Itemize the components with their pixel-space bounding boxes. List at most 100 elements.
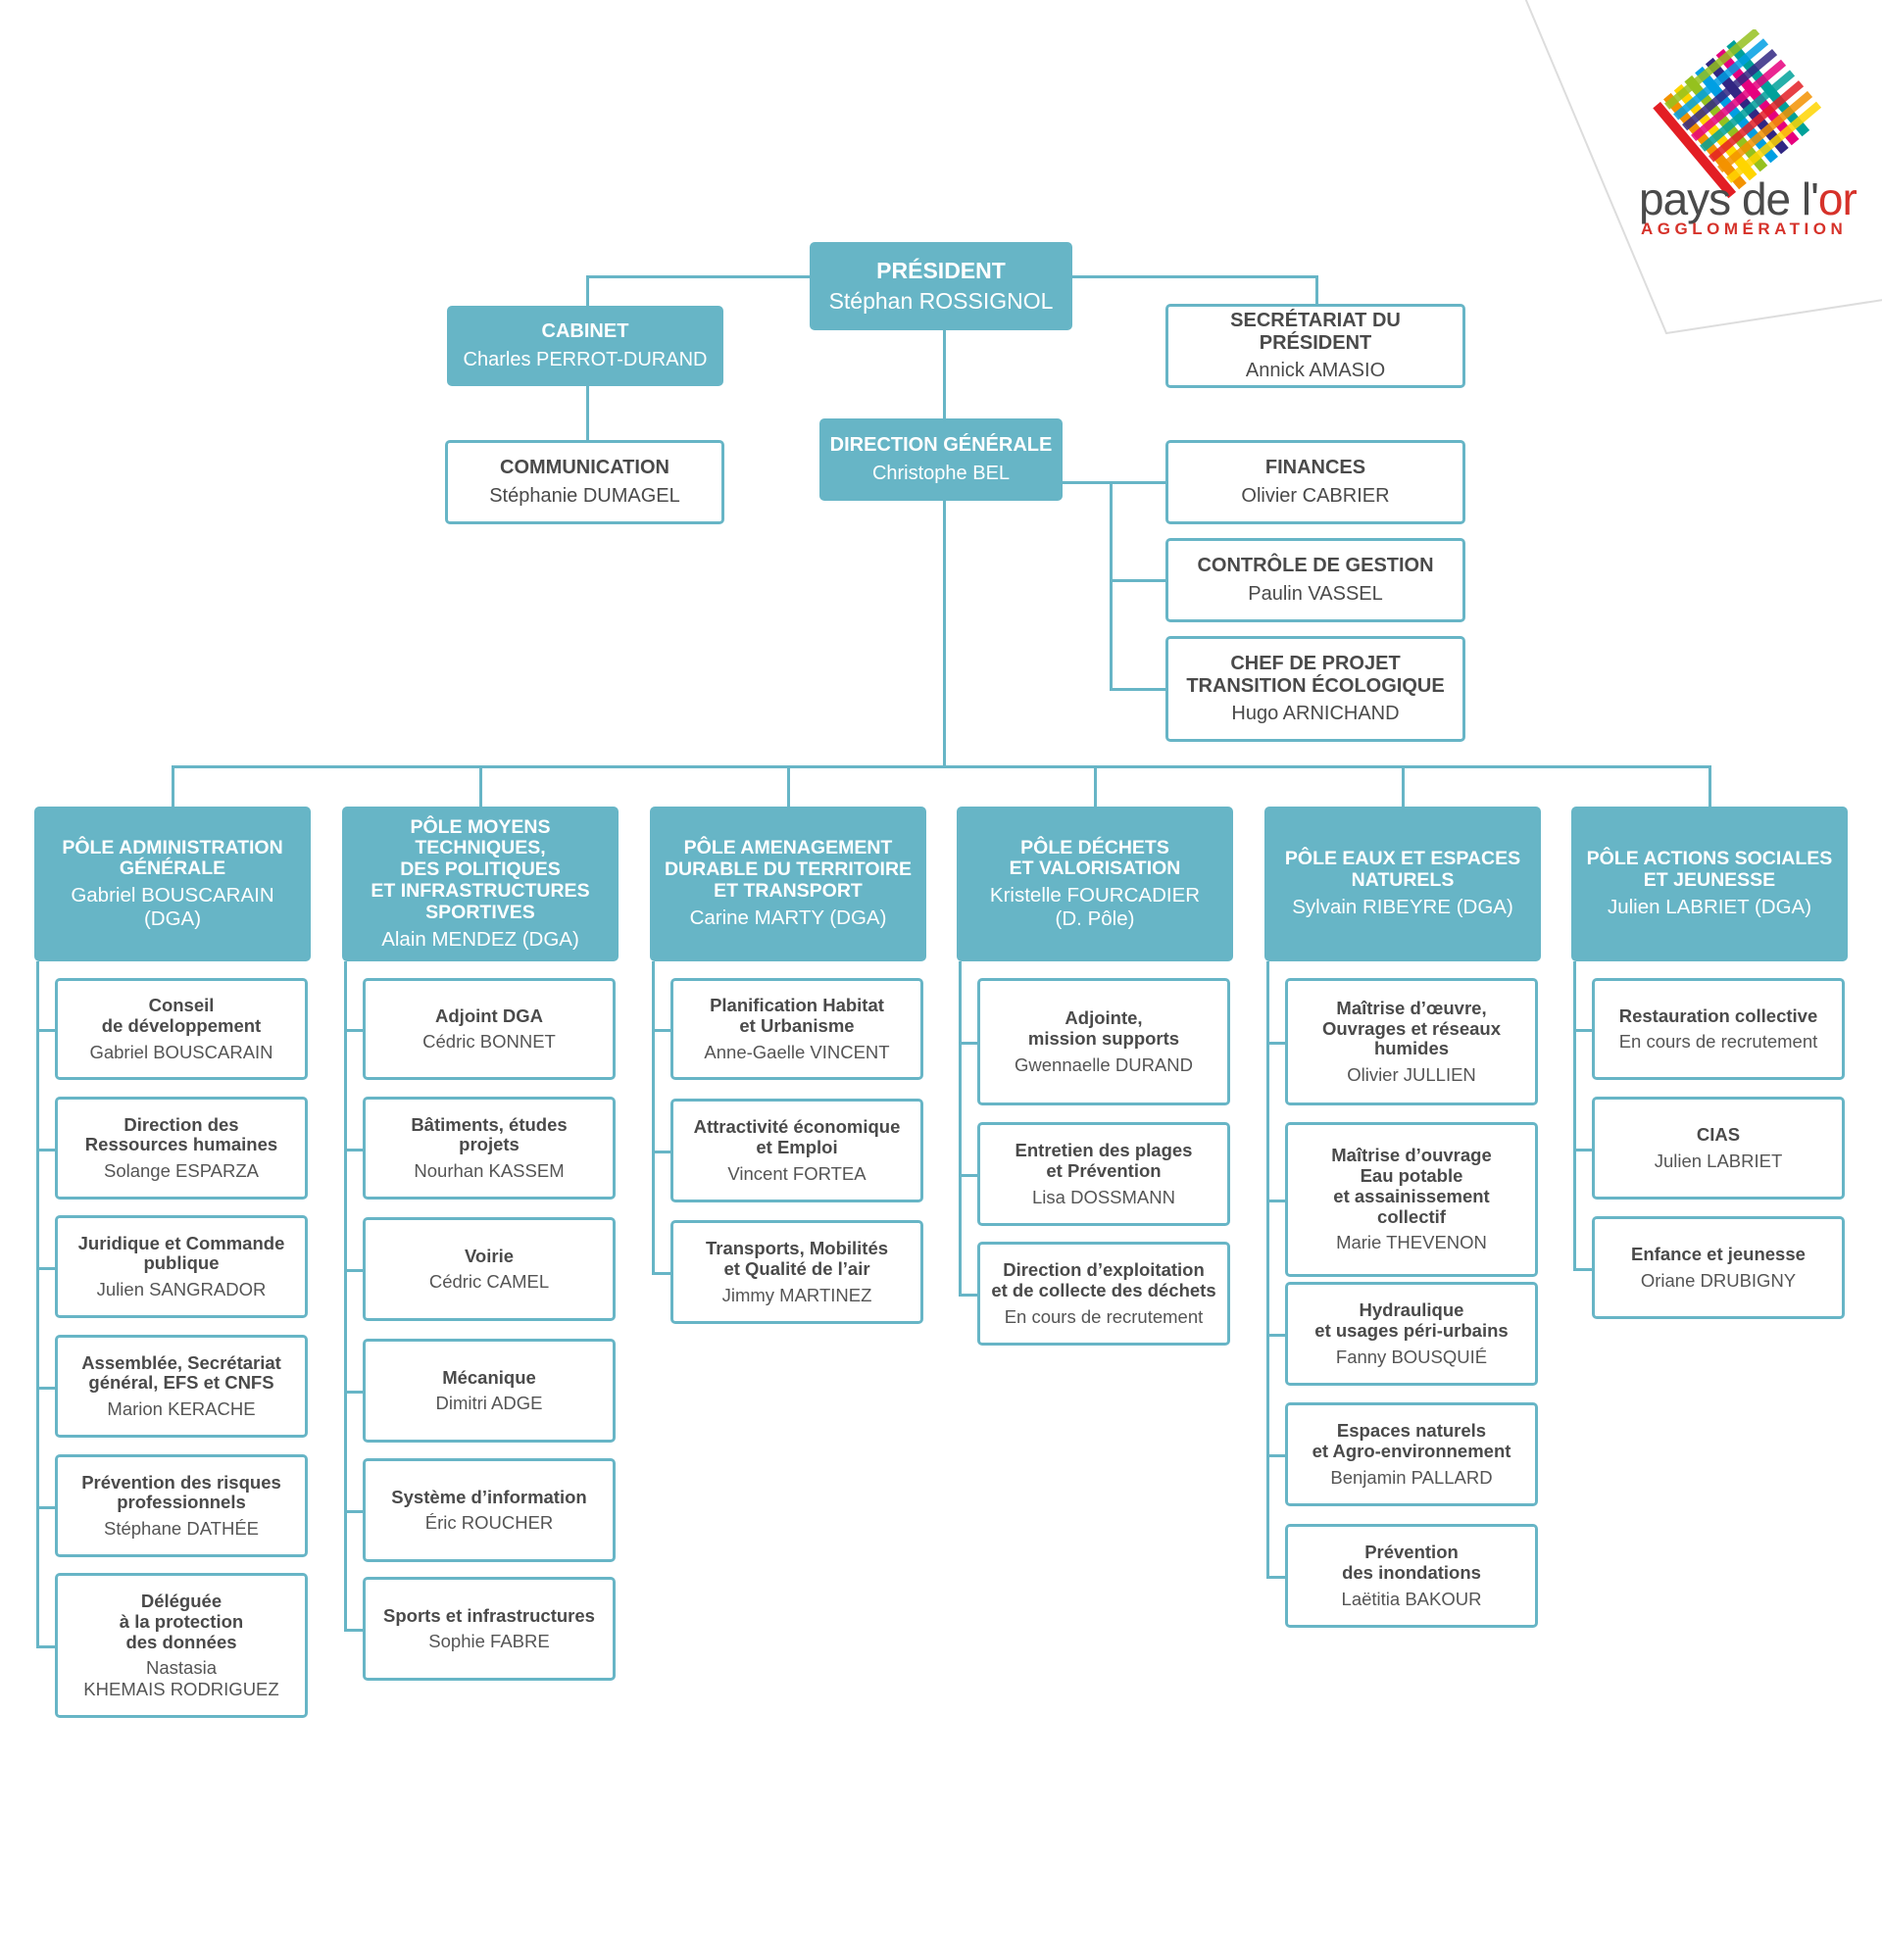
- connector-controle: [1110, 579, 1166, 582]
- finances-title: FINANCES: [1264, 457, 1366, 479]
- service-head-name: Olivier JULLIEN: [1347, 1063, 1476, 1085]
- cabinet-title: CABINET: [541, 320, 629, 343]
- connector-unit: [36, 1645, 57, 1648]
- pole-director-name: Alain MENDEZ (DGA): [381, 927, 579, 951]
- service-head-name: Nastasia KHEMAIS RODRIGUEZ: [83, 1657, 279, 1699]
- connector-direction-finances: [1062, 481, 1166, 484]
- service-head-name: Vincent FORTEA: [727, 1162, 867, 1184]
- connector-pole-1: [172, 765, 174, 807]
- pole-director-name: Julien LABRIET (DGA): [1607, 896, 1812, 919]
- direction-generale-title: DIRECTION GÉNÉRALE: [829, 434, 1053, 457]
- logo-strip: [1691, 59, 1787, 141]
- service-head-name: Lisa DOSSMANN: [1032, 1186, 1175, 1207]
- connector-pole-2: [479, 765, 482, 807]
- logo-strip: [1717, 90, 1813, 173]
- pole-box: PÔLE MOYENS TECHNIQUES, DES POLITIQUES E…: [342, 807, 619, 961]
- connector-unit: [36, 1386, 57, 1390]
- secretariat-title: SECRÉTARIAT DU PRÉSIDENT: [1230, 310, 1401, 354]
- connector-unit: [36, 1148, 57, 1152]
- cabinet-name: Charles PERROT-DURAND: [463, 348, 708, 370]
- connector-projet: [1110, 688, 1166, 691]
- pole-box: PÔLE AMENAGEMENT DURABLE DU TERRITOIRE E…: [650, 807, 926, 961]
- connector-unit: [959, 1294, 979, 1297]
- communication-name: Stéphanie DUMAGEL: [489, 484, 680, 507]
- logo-subtitle: AGGLOMÉRATION: [1641, 220, 1848, 238]
- connector-unit: [652, 1151, 672, 1153]
- service-head-name: Marion KERACHE: [107, 1398, 256, 1420]
- service-title: Adjoint DGA: [435, 1004, 543, 1026]
- pole-title: PÔLE ADMINISTRATION GÉNÉRALE: [62, 836, 283, 880]
- logo-strip: [1709, 80, 1805, 163]
- president-name: Stéphan ROSSIGNOL: [828, 287, 1054, 314]
- service-box: Assemblée, Secrétariat général, EFS et C…: [55, 1335, 308, 1438]
- connector-unit: [959, 1174, 979, 1177]
- connector-president-cabinet: [588, 275, 811, 278]
- logo-mark-icon: [1653, 29, 1822, 199]
- controle-gestion-box: CONTRÔLE DE GESTION Paulin VASSEL: [1165, 538, 1465, 622]
- service-title: Système d’information: [391, 1486, 587, 1507]
- connector-cabinet-communication: [586, 385, 589, 441]
- connector-unit: [959, 1042, 979, 1045]
- service-head-name: Gabriel BOUSCARAIN: [89, 1041, 273, 1062]
- connector-unit: [1266, 1334, 1287, 1337]
- service-head-name: Julien LABRIET: [1654, 1150, 1783, 1171]
- service-head-name: Cédric CAMEL: [428, 1271, 550, 1293]
- connector-pole-spine: [1266, 961, 1269, 1576]
- connector-unit: [36, 1505, 57, 1509]
- secretariat-name: Annick AMASIO: [1245, 359, 1386, 381]
- pole-director-name: Sylvain RIBEYRE (DGA): [1292, 896, 1513, 919]
- service-head-name: Solange ESPARZA: [103, 1160, 260, 1182]
- connector-poles-bus: [172, 765, 1709, 768]
- logo-wordmark: pays de l'or: [1639, 173, 1857, 224]
- connector-unit: [1266, 1200, 1287, 1202]
- service-head-name: Anne-Gaelle VINCENT: [704, 1041, 890, 1062]
- logo-strip: [1682, 48, 1778, 131]
- service-title: Attractivité économique et Emploi: [693, 1116, 901, 1157]
- connector-pole-5: [1402, 765, 1405, 807]
- connector-unit: [36, 1029, 57, 1032]
- secretariat-box: SECRÉTARIAT DU PRÉSIDENT Annick AMASIO: [1165, 304, 1465, 388]
- connector-unit: [344, 1269, 365, 1272]
- connector-president-secretariat: [1071, 275, 1317, 278]
- connector-secretariat-drop: [1315, 275, 1318, 305]
- service-head-name: En cours de recrutement: [1004, 1305, 1204, 1327]
- connector-staff-spine: [1110, 481, 1113, 691]
- connector-unit: [1266, 1454, 1287, 1457]
- president-title: PRÉSIDENT: [876, 257, 1006, 283]
- connector-pole-spine: [1573, 961, 1576, 1268]
- service-head-name: Dimitri ADGE: [435, 1393, 543, 1414]
- service-title: Hydraulique et usages péri-urbains: [1314, 1299, 1509, 1341]
- connector-unit: [652, 1272, 672, 1275]
- connector-pole-spine: [344, 961, 347, 1629]
- connector-pole-4: [1094, 765, 1097, 807]
- service-title: Conseil de développement: [101, 995, 262, 1036]
- connector-unit: [1573, 1148, 1594, 1152]
- controle-gestion-name: Paulin VASSEL: [1248, 582, 1383, 605]
- service-head-name: Julien SANGRADOR: [96, 1279, 267, 1300]
- connector-pole-spine: [652, 961, 655, 1272]
- service-title: Planification Habitat et Urbanisme: [710, 995, 884, 1036]
- pole-title: PÔLE DÉCHETS ET VALORISATION: [1009, 836, 1181, 880]
- finances-name: Olivier CABRIER: [1241, 484, 1390, 507]
- service-title: Prévention des inondations: [1342, 1542, 1481, 1583]
- service-box: Direction d’exploitation et de collecte …: [977, 1242, 1230, 1346]
- connector-unit: [36, 1266, 57, 1270]
- service-title: Direction des Ressources humaines: [84, 1113, 278, 1155]
- service-title: Direction d’exploitation et de collecte …: [991, 1259, 1216, 1300]
- service-title: Prévention des risques professionnels: [81, 1471, 281, 1513]
- logo-strip: [1673, 38, 1769, 121]
